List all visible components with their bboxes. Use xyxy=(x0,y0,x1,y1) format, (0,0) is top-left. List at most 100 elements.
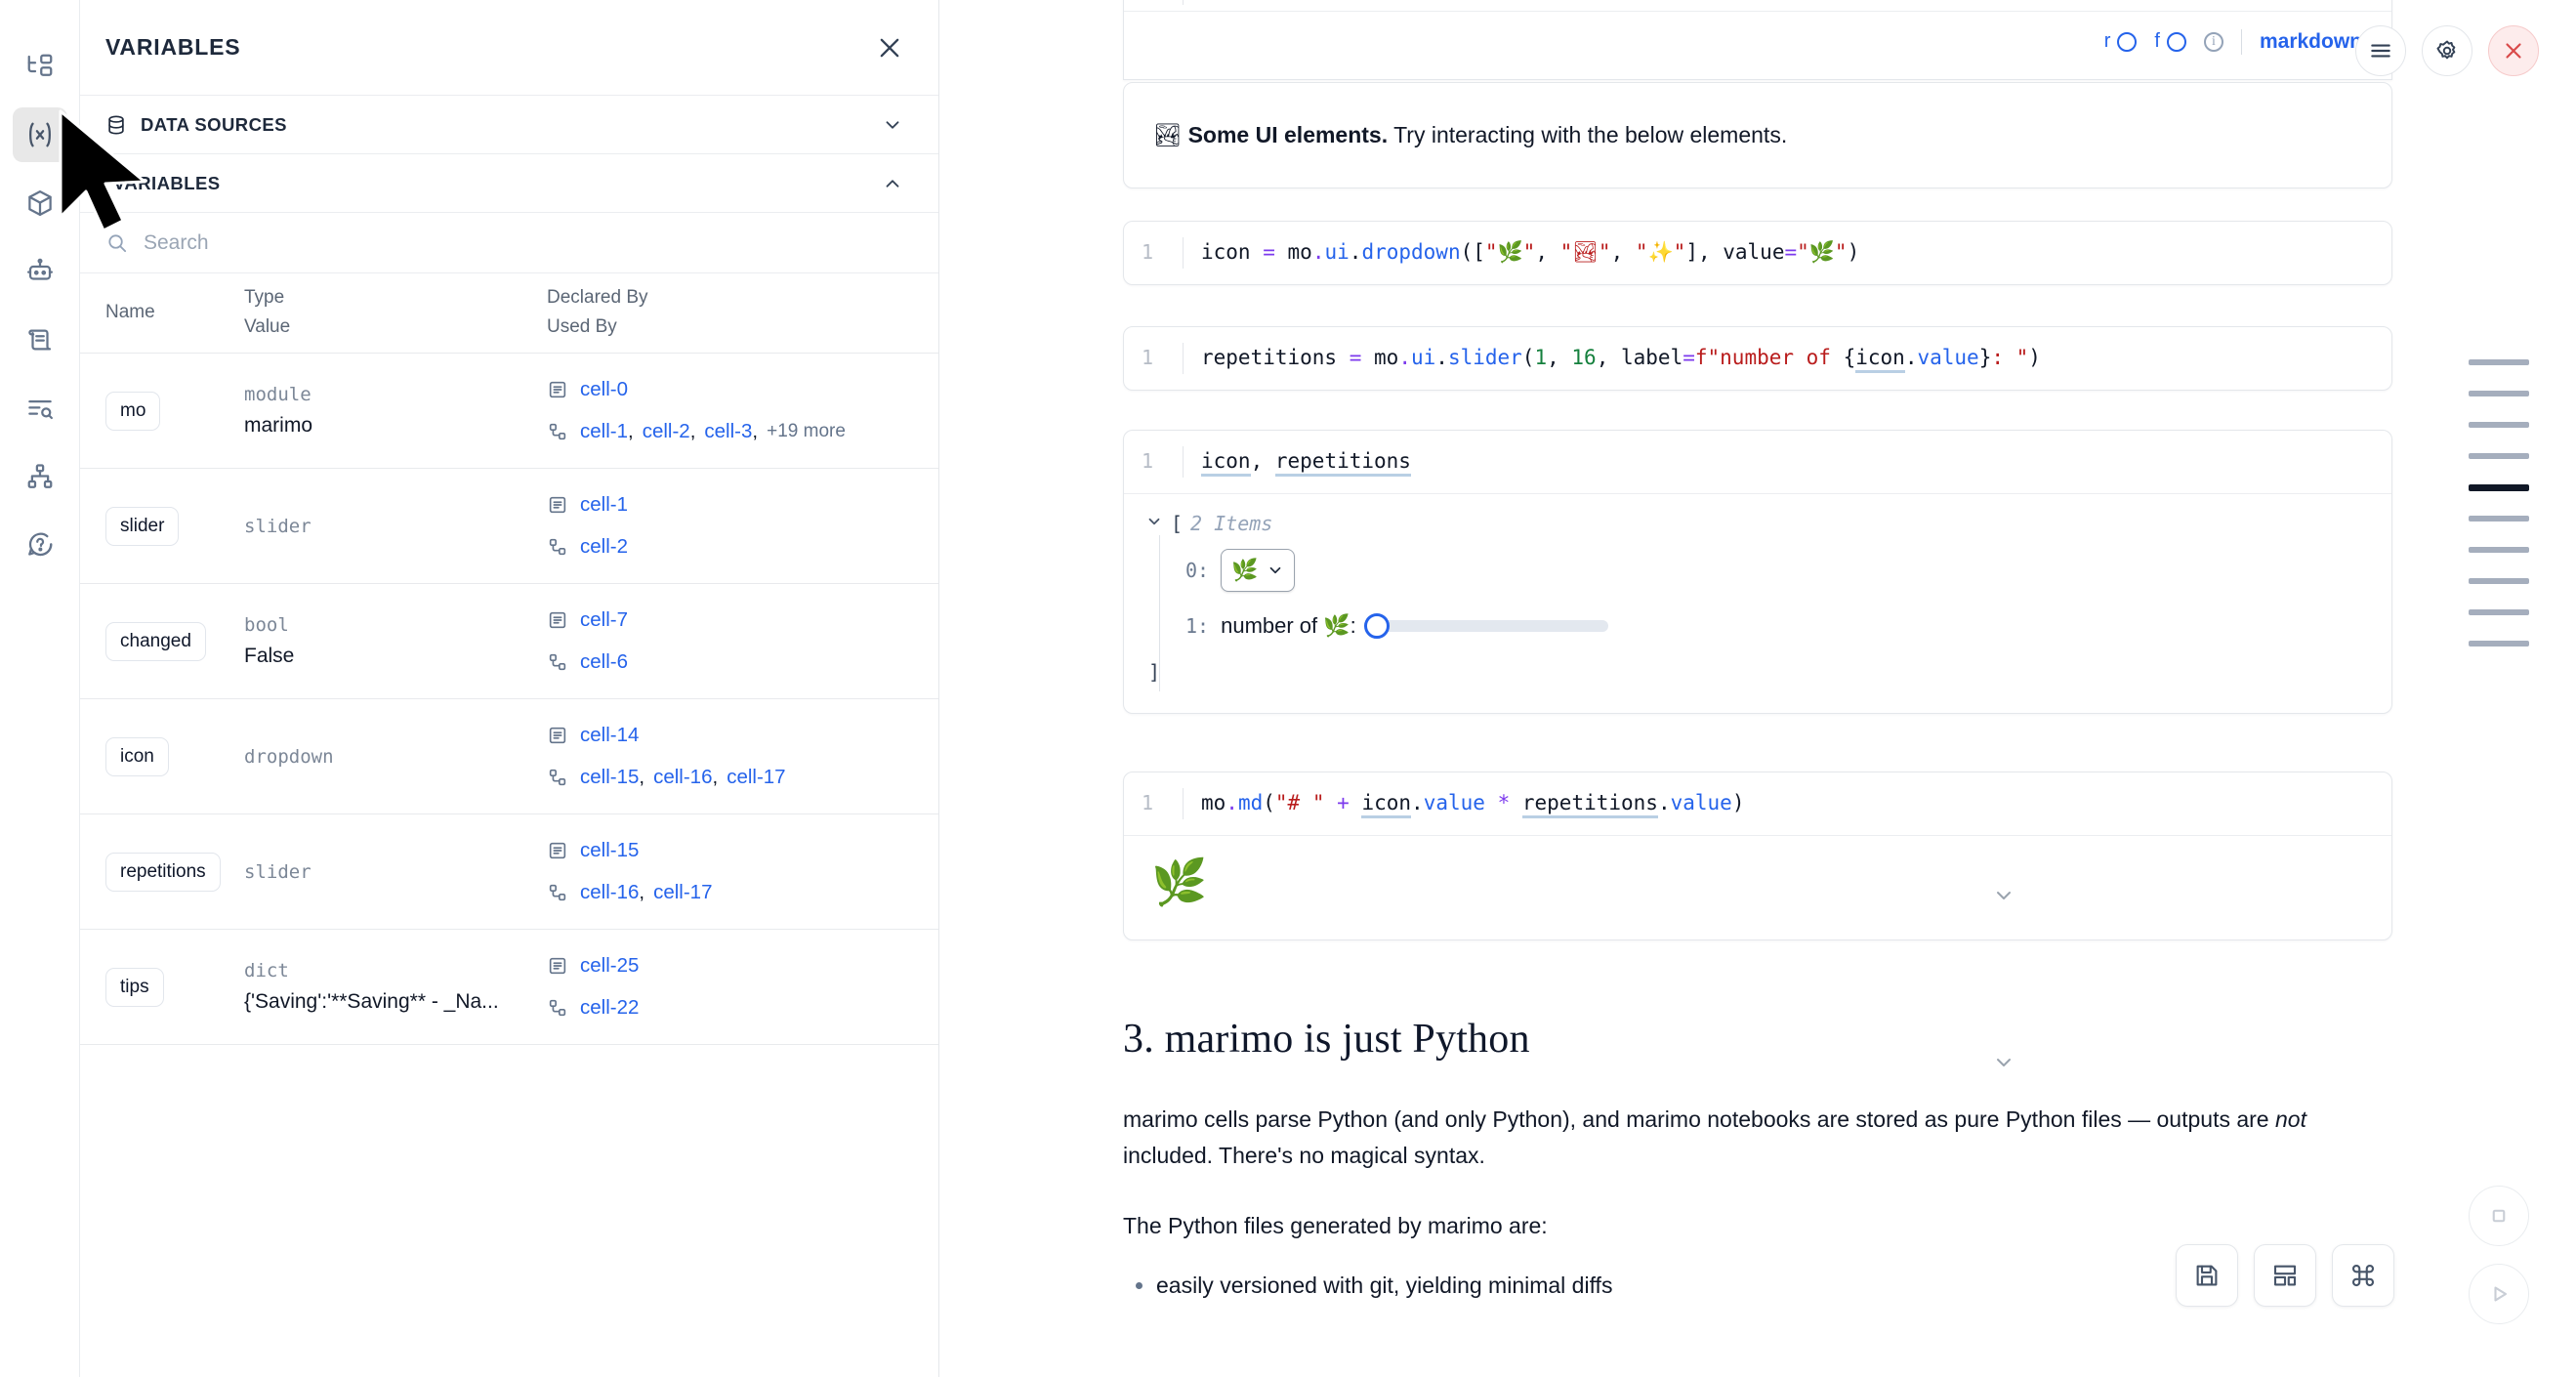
cell-link[interactable]: cell-0 xyxy=(580,377,628,400)
sidebar-item-chat[interactable] xyxy=(13,244,67,299)
code-line[interactable]: icon = mo.ui.dropdown(["🌿", "🏞", "✨"], v… xyxy=(1183,237,1859,269)
code-line[interactable]: repetitions = mo.ui.slider(1, 16, label=… xyxy=(1183,343,2041,374)
minimap-row[interactable] xyxy=(2445,409,2553,440)
info-icon[interactable]: i xyxy=(2203,31,2223,52)
fold-toggle-md-cell[interactable] xyxy=(1992,884,2015,907)
notebook-cell-display[interactable]: 1 icon, repetitions [ 2 Items 0: 🌿 xyxy=(1123,430,2392,714)
code-token xyxy=(1251,240,1264,264)
sidebar-item-outline[interactable] xyxy=(13,381,67,436)
sidebar-item-file-explorer[interactable] xyxy=(13,39,67,94)
minimap-bar xyxy=(2469,422,2529,428)
list-output-header[interactable]: [ 2 Items xyxy=(1145,512,2368,535)
cell-link[interactable]: cell-15 xyxy=(580,765,640,788)
save-button[interactable] xyxy=(2176,1244,2238,1307)
sidebar-item-dependency-graph[interactable] xyxy=(13,449,67,504)
search-input[interactable] xyxy=(144,230,913,255)
dropdown-icon-select[interactable]: 🌿 xyxy=(1221,548,1295,592)
cell-link[interactable]: cell-2 xyxy=(642,419,690,442)
command-palette-button[interactable] xyxy=(2332,1244,2394,1307)
sidebar-item-packages[interactable] xyxy=(13,176,67,230)
minimap-row[interactable] xyxy=(2445,472,2553,503)
minimap-row[interactable] xyxy=(2445,628,2553,659)
minimap-row[interactable] xyxy=(2445,597,2553,628)
cell-link[interactable]: cell-3 xyxy=(704,419,753,442)
section-data-sources[interactable]: DATA SOURCES xyxy=(80,96,938,154)
badge-format-toggle[interactable]: f xyxy=(2154,30,2186,53)
slider-knob[interactable] xyxy=(1363,612,1390,639)
cell-link[interactable]: cell-25 xyxy=(580,953,640,977)
minimap-bar xyxy=(2469,516,2529,522)
search-row xyxy=(80,213,938,273)
notebook-cell-top-partial[interactable]: 1 """🏞 Some UI elements.""" Try interact… xyxy=(1123,0,2392,80)
cell-link-icon xyxy=(549,424,566,440)
language-tag[interactable]: markdown xyxy=(2259,29,2362,53)
variable-name-chip[interactable]: repetitions xyxy=(105,852,221,892)
repetitions-slider[interactable] xyxy=(1363,612,1608,639)
cell-link[interactable]: cell-16 xyxy=(580,880,640,903)
code-line[interactable]: mo.md("# " + icon.value * repetitions.va… xyxy=(1183,788,1744,819)
minimap-bar xyxy=(2469,547,2529,553)
minimap[interactable] xyxy=(2445,347,2553,659)
cell-delete-button[interactable] xyxy=(2488,25,2539,76)
minimap-row[interactable] xyxy=(2445,378,2553,409)
code-token: , xyxy=(1596,346,1621,369)
cell-link[interactable]: cell-1 xyxy=(580,492,628,516)
minimap-row[interactable] xyxy=(2445,440,2553,472)
badge-run-toggle[interactable]: r xyxy=(2104,30,2138,53)
section-variables[interactable]: VARIABLES xyxy=(80,154,938,213)
code-line[interactable]: icon, repetitions xyxy=(1183,446,1411,478)
minimap-row[interactable] xyxy=(2445,347,2553,378)
cell-link[interactable]: cell-6 xyxy=(580,649,628,673)
cell-link[interactable]: cell-15 xyxy=(580,838,640,861)
chevron-up-icon[interactable] xyxy=(882,173,903,194)
code-token: ( xyxy=(1263,791,1275,814)
cell-settings-button[interactable] xyxy=(2422,25,2472,76)
sidebar-item-help[interactable] xyxy=(13,518,67,572)
cell-link[interactable]: cell-7 xyxy=(580,607,628,631)
variable-name-chip[interactable]: slider xyxy=(105,506,180,546)
variable-name-chip[interactable]: changed xyxy=(105,621,206,661)
cell-link[interactable]: cell-16 xyxy=(653,765,713,788)
cell-link[interactable]: cell-17 xyxy=(727,765,786,788)
sidebar-item-variables[interactable] xyxy=(12,107,67,162)
code-line[interactable]: """🏞 Some UI elements.""" Try interactin… xyxy=(1183,0,2029,5)
notebook-cell-repetitions[interactable]: 1 repetitions = mo.ui.slider(1, 16, labe… xyxy=(1123,326,2392,391)
cell-link[interactable]: cell-1 xyxy=(580,419,628,442)
minimap-row[interactable] xyxy=(2445,503,2553,534)
fold-toggle-section[interactable] xyxy=(1992,1051,2015,1074)
code-token: = xyxy=(1784,240,1798,264)
chevron-down-icon[interactable] xyxy=(882,114,903,136)
notebook-cell-icon[interactable]: 1 icon = mo.ui.dropdown(["🌿", "🏞", "✨"],… xyxy=(1123,221,2392,285)
markdown-output-cell-1[interactable]: 🏞 Some UI elements. Try interacting with… xyxy=(1123,82,2392,188)
variable-refs-cell: cell-25 cell-22 xyxy=(547,929,938,1046)
variable-name-cell: slider xyxy=(80,468,244,585)
minimap-row[interactable] xyxy=(2445,565,2553,597)
run-button[interactable] xyxy=(2469,1264,2529,1324)
variable-name-chip[interactable]: tips xyxy=(105,967,164,1007)
variable-name-chip[interactable]: mo xyxy=(105,391,161,431)
landscape-emoji-icon: 🏞 xyxy=(1153,122,1183,147)
sidebar-item-logs[interactable] xyxy=(13,313,67,367)
chevron-down-icon[interactable] xyxy=(1145,512,1163,535)
notebook-cell-md[interactable]: 1 mo.md("# " + icon.value * repetitions.… xyxy=(1123,772,2392,940)
cell-link[interactable]: cell-14 xyxy=(580,723,640,746)
cell-menu-button[interactable] xyxy=(2355,25,2406,76)
layout-button[interactable] xyxy=(2254,1244,2316,1307)
cell-link[interactable]: cell-17 xyxy=(653,880,713,903)
code-token: . xyxy=(1349,240,1362,264)
stop-button[interactable] xyxy=(2469,1186,2529,1246)
panel-close-button[interactable] xyxy=(876,34,903,62)
minimap-row[interactable] xyxy=(2445,534,2553,565)
code-token: ) xyxy=(1847,240,1860,264)
variable-name-chip[interactable]: icon xyxy=(105,736,169,776)
file-tree-icon xyxy=(27,54,52,76)
used-by-more-label[interactable]: +19 more xyxy=(767,420,846,441)
cell-link[interactable]: cell-2 xyxy=(580,534,628,558)
cell-link[interactable]: cell-22 xyxy=(580,995,640,1019)
